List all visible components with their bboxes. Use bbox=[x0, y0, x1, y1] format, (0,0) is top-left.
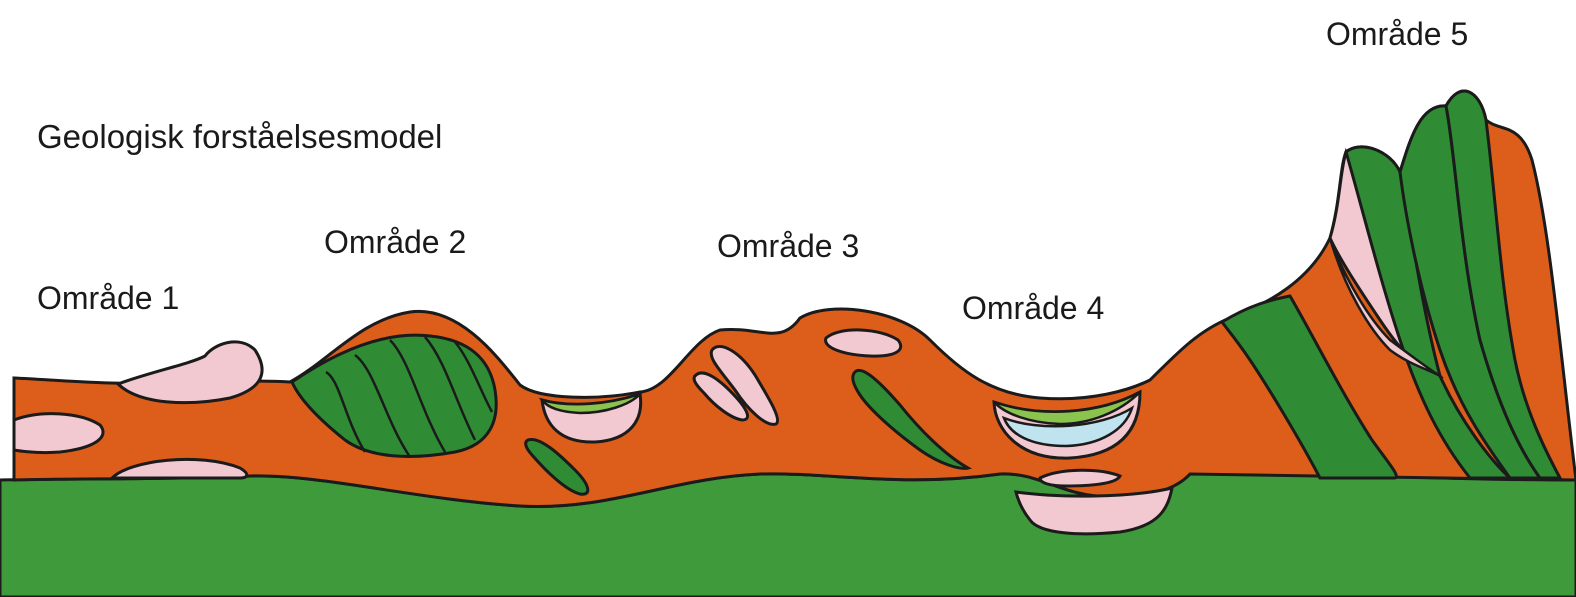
pink-lens-area1-left bbox=[14, 414, 103, 453]
pink-lens-area4-small bbox=[1040, 470, 1120, 486]
area-label-3: Område 3 bbox=[717, 230, 859, 262]
diagram-title: Geologisk forståelsesmodel bbox=[37, 120, 442, 153]
area-label-4: Område 4 bbox=[962, 292, 1104, 324]
pink-lens-area1-top bbox=[118, 342, 262, 403]
area-label-5: Område 5 bbox=[1326, 18, 1468, 50]
area-label-2: Område 2 bbox=[324, 226, 466, 258]
area-label-1: Område 1 bbox=[37, 282, 179, 314]
bedrock-layer bbox=[0, 472, 1576, 597]
